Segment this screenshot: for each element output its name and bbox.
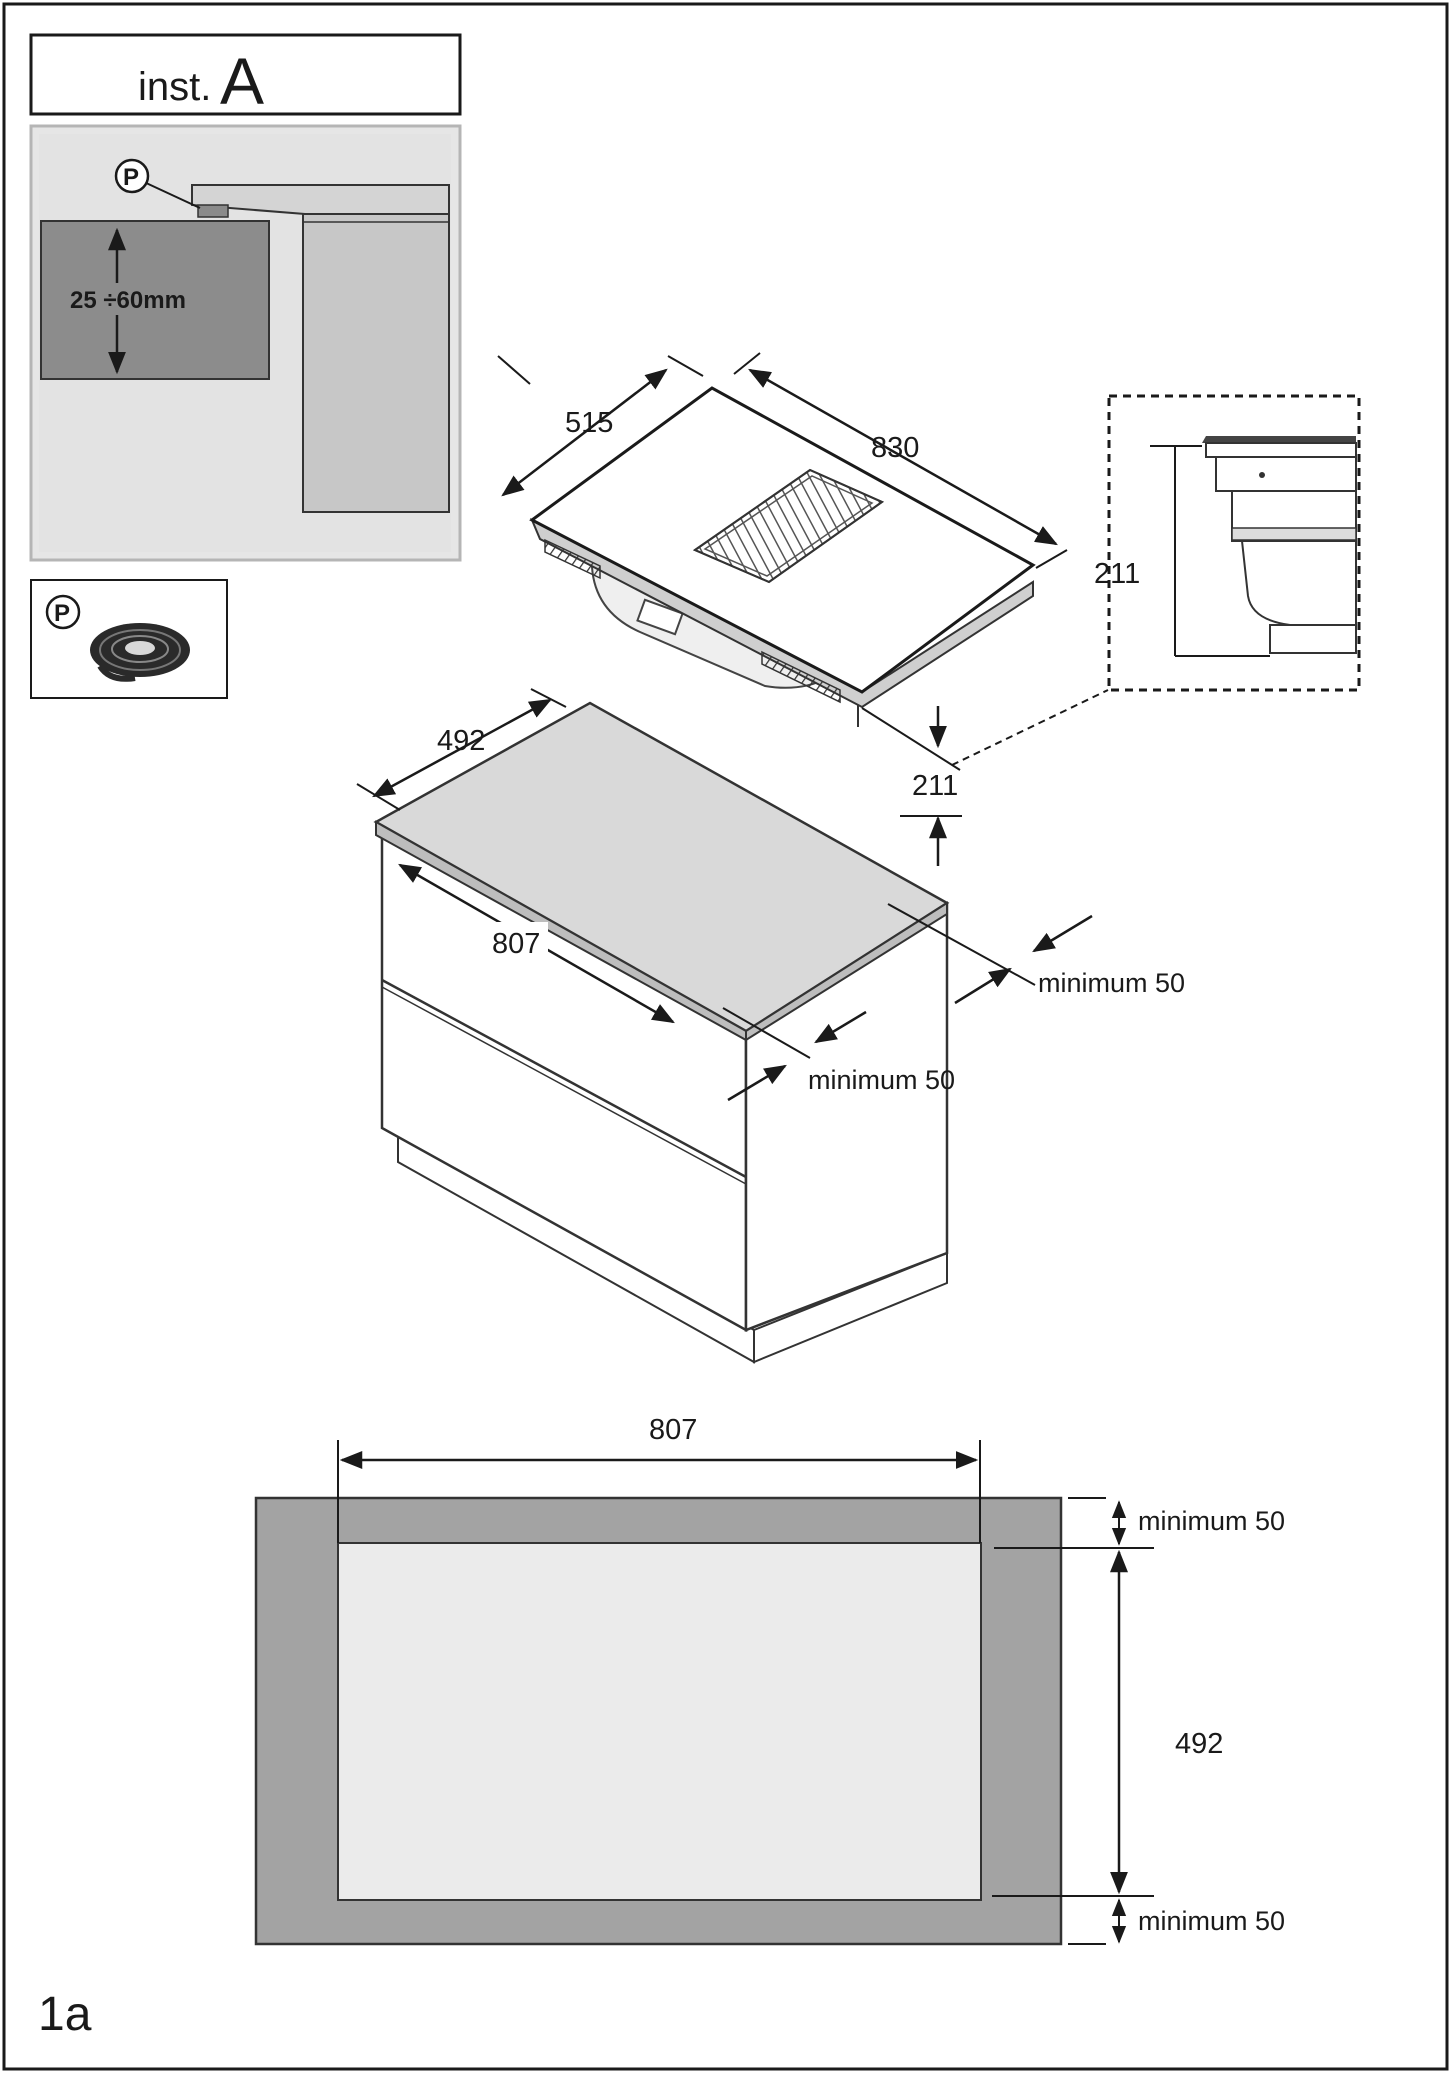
callout-p-circle	[114, 158, 150, 194]
plan-depth-label: 492	[1175, 1728, 1223, 1760]
callout-p-label: P	[123, 164, 139, 191]
header-letter: A	[220, 44, 264, 118]
hob-width-label: 830	[871, 432, 919, 464]
plan-view: 807 minimum 50 492 minimum 50	[254, 1414, 1285, 1946]
dim-cutout-depth: 492	[356, 688, 567, 811]
figure-id: 1a	[38, 1988, 92, 2041]
plan-clearance-top-label: minimum 50	[1138, 1506, 1285, 1536]
hob-height-label: 211	[912, 770, 958, 802]
dim-clearance-back: minimum 50	[887, 903, 1185, 1005]
hob-depth-label: 515	[565, 407, 613, 439]
gasket-roll-icon	[90, 623, 190, 682]
clearance-back-label: minimum 50	[1038, 968, 1185, 998]
gasket-inset: P	[30, 579, 228, 699]
side-view-height-label: 211	[1094, 558, 1140, 590]
cabinet-isometric	[373, 701, 950, 1364]
header-box: inst. A	[29, 33, 462, 118]
plan-cutout	[337, 1542, 982, 1901]
cutout-width-label: 807	[492, 928, 540, 960]
plan-width-label: 807	[649, 1414, 697, 1446]
plan-clearance-bottom-label: minimum 50	[1138, 1906, 1285, 1936]
thickness-label: 25 ÷60mm	[70, 287, 186, 314]
cutout-depth-label: 492	[437, 725, 485, 757]
gasket-callout-label: P	[54, 600, 70, 627]
dim-cutout-width: 807	[398, 863, 675, 1024]
dim-clearance-front: minimum 50	[722, 1007, 955, 1102]
clearance-front-label: minimum 50	[808, 1065, 955, 1095]
dim-hob-width: 830	[733, 352, 1068, 569]
gasket-section	[197, 204, 229, 218]
counter-detail-inset: 25 ÷60mm P	[29, 124, 462, 562]
dim-hob-depth: 515	[497, 355, 704, 497]
dim-hob-height: 211	[861, 689, 1109, 866]
header-prefix: inst.	[138, 65, 211, 109]
side-view-inset: 211	[1094, 394, 1361, 692]
